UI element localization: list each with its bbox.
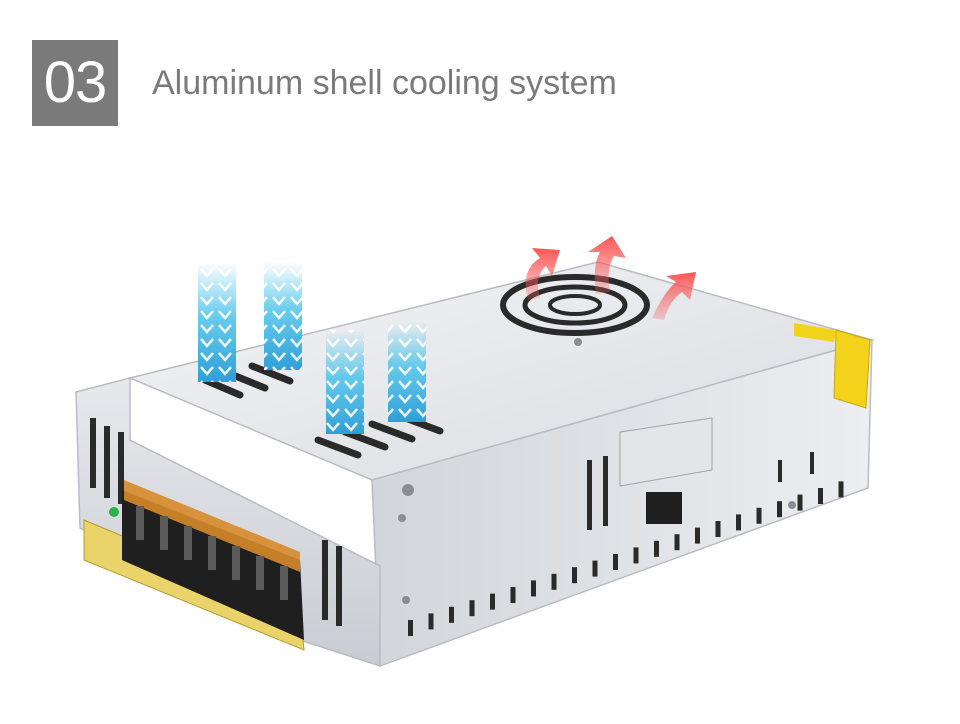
vent-slot <box>715 521 721 537</box>
terminal-end <box>75 377 381 668</box>
vent-slot <box>633 547 639 564</box>
vent-slot <box>674 534 680 551</box>
vent-slot <box>756 507 762 524</box>
vent-slot <box>551 573 557 590</box>
vent-slot <box>654 540 659 557</box>
vent-slot <box>490 593 495 610</box>
vent-slot <box>572 567 577 584</box>
hot-air-arrows-icon <box>525 236 696 320</box>
vent-slot <box>592 560 598 577</box>
vent-slot <box>408 620 413 636</box>
vent-slot <box>613 554 618 570</box>
vent-slot <box>531 580 536 597</box>
vent-slot <box>777 501 782 518</box>
vent-slot <box>510 587 516 603</box>
vent-slot <box>469 600 475 617</box>
fan-vent-icon <box>500 274 650 336</box>
vent-slot <box>736 514 741 531</box>
vent-slot <box>838 481 844 498</box>
section-title: Aluminum shell cooling system <box>152 64 617 102</box>
shell-top <box>127 261 875 481</box>
vent-slot <box>797 494 803 511</box>
vent-slot <box>695 527 700 544</box>
vent-slot <box>428 613 434 630</box>
vent-slot <box>449 606 454 623</box>
section-number-badge: 03 <box>32 40 118 126</box>
vent-slot <box>818 488 823 504</box>
cool-air-arrows-icon <box>198 262 426 434</box>
